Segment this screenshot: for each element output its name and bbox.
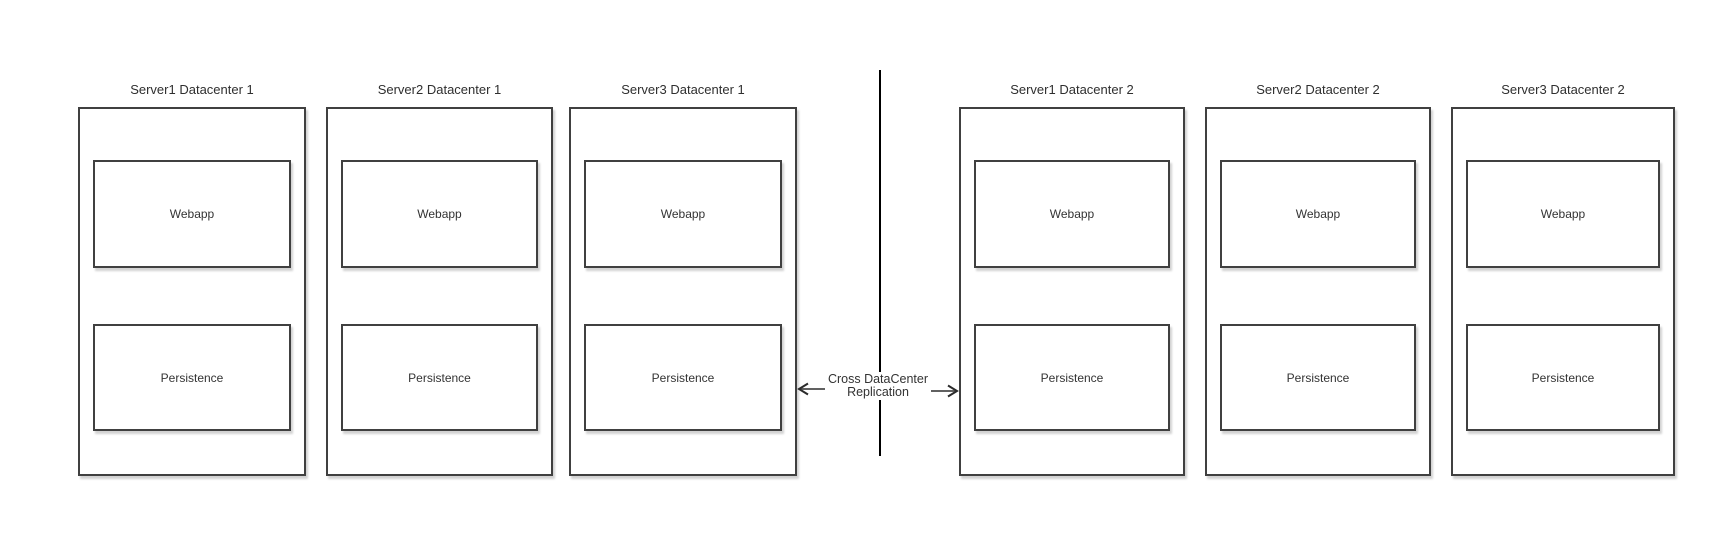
webapp-label: Webapp <box>660 207 706 221</box>
server-box: Webapp Persistence <box>326 107 553 476</box>
persistence-label: Persistence <box>160 370 224 385</box>
persistence-label: Persistence <box>1531 370 1595 385</box>
webapp-label: Webapp <box>417 207 462 221</box>
persistence-box: Persistence <box>1466 324 1660 431</box>
server-title: Server2 Datacenter 1 <box>377 82 502 97</box>
persistence-label: Persistence <box>408 370 471 385</box>
webapp-label: Webapp <box>169 207 215 221</box>
datacenter-divider <box>879 70 881 456</box>
server-group-dc2-s2: Server2 Datacenter 2 Webapp Persistence <box>1205 80 1431 476</box>
server-box: Webapp Persistence <box>959 107 1185 476</box>
server-box: Webapp Persistence <box>1451 107 1675 476</box>
webapp-box: Webapp <box>1466 160 1660 268</box>
server-title: Server3 Datacenter 1 <box>621 82 745 97</box>
replication-label: Cross DataCenter Replication <box>825 372 931 400</box>
server-title: Server2 Datacenter 2 <box>1256 82 1380 97</box>
server-group-dc1-s2: Server2 Datacenter 1 Webapp Persistence <box>326 80 553 476</box>
server-title: Server1 Datacenter 1 <box>130 82 254 97</box>
left-arrow-icon <box>797 382 826 396</box>
webapp-label: Webapp <box>1049 207 1095 221</box>
server-group-dc1-s1: Server1 Datacenter 1 Webapp Persistence <box>78 80 306 476</box>
webapp-box: Webapp <box>584 160 782 268</box>
persistence-label: Persistence <box>651 370 715 385</box>
persistence-box: Persistence <box>584 324 782 431</box>
persistence-box: Persistence <box>341 324 538 431</box>
webapp-box: Webapp <box>93 160 291 268</box>
server-group-dc2-s3: Server3 Datacenter 2 Webapp Persistence <box>1451 80 1675 476</box>
replication-label-line2: Replication <box>847 385 909 399</box>
persistence-box: Persistence <box>1220 324 1416 431</box>
server-title: Server3 Datacenter 2 <box>1501 82 1625 97</box>
webapp-label: Webapp <box>1540 207 1586 221</box>
webapp-label: Webapp <box>1295 207 1341 221</box>
persistence-box: Persistence <box>974 324 1170 431</box>
replication-label-line1: Cross DataCenter <box>827 372 929 386</box>
server-group-dc1-s3: Server3 Datacenter 1 Webapp Persistence <box>569 80 797 476</box>
persistence-box: Persistence <box>93 324 291 431</box>
persistence-label: Persistence <box>1286 370 1350 385</box>
webapp-box: Webapp <box>974 160 1170 268</box>
server-group-dc2-s1: Server1 Datacenter 2 Webapp Persistence <box>959 80 1185 476</box>
server-title: Server1 Datacenter 2 <box>1010 82 1134 97</box>
server-box: Webapp Persistence <box>78 107 306 476</box>
persistence-label: Persistence <box>1040 370 1104 385</box>
server-box: Webapp Persistence <box>1205 107 1431 476</box>
server-box: Webapp Persistence <box>569 107 797 476</box>
webapp-box: Webapp <box>1220 160 1416 268</box>
webapp-box: Webapp <box>341 160 538 268</box>
